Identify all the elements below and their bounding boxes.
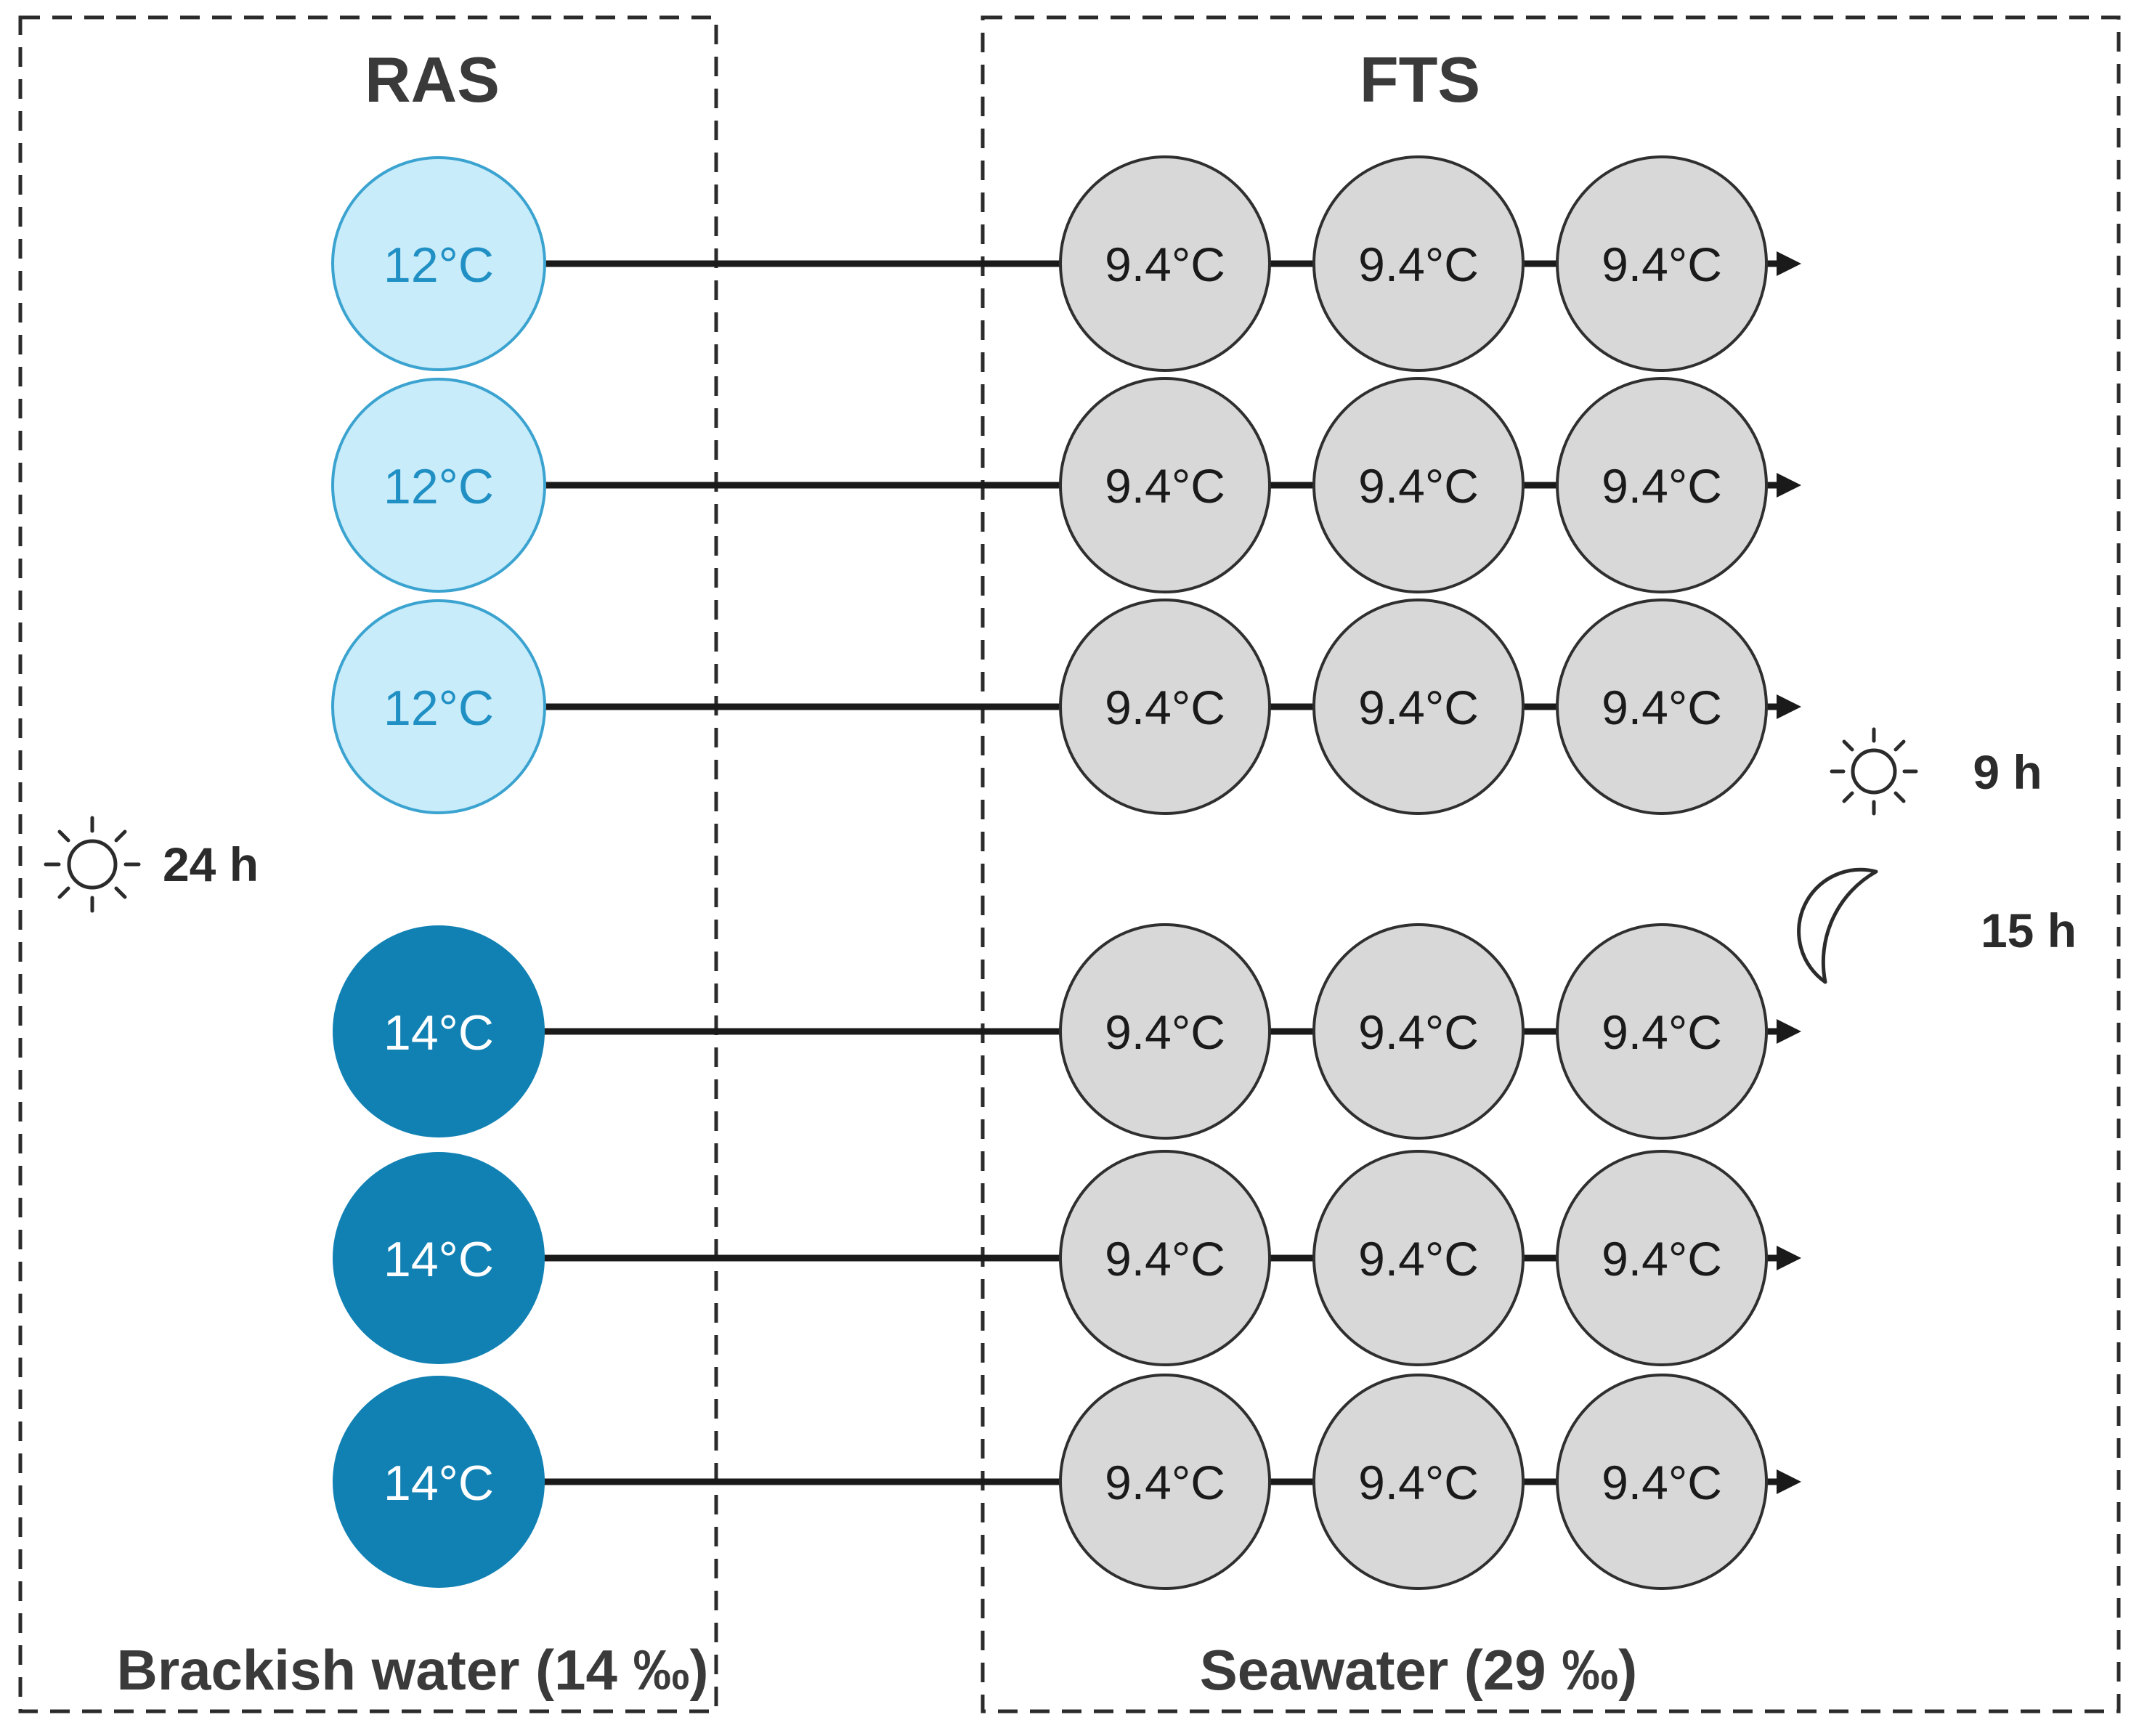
- flow-row: 14°C 9.4°C 9.4°C 9.4°C: [333, 1374, 1801, 1590]
- sun-icon: [1830, 727, 1918, 816]
- ras-tank-temp: 12°C: [383, 459, 494, 514]
- flow-arrowhead-icon: [1777, 1246, 1801, 1270]
- fts-tank-ellipse: [1059, 599, 1271, 815]
- flow-row: 12°C 9.4°C 9.4°C 9.4°C: [331, 599, 1801, 815]
- fts-tank-ellipse: [1059, 923, 1271, 1140]
- flow-arrowhead-icon: [1777, 694, 1801, 719]
- flow-row: 14°C 9.4°C 9.4°C 9.4°C: [333, 1150, 1801, 1366]
- ras-photoperiod: 24 h: [44, 816, 259, 913]
- ras-tank-circle: [333, 1152, 545, 1364]
- photoperiod-label: 9 h: [1973, 745, 2042, 799]
- fts-tank-temp: 9.4°C: [1602, 681, 1722, 734]
- flow-arrowhead-icon: [1777, 473, 1801, 498]
- fts-tank-ellipse: [1556, 155, 1768, 372]
- fts-tank-temp: 9.4°C: [1105, 459, 1225, 513]
- fts-tank-ellipse: [1312, 923, 1525, 1140]
- fts-tank-temp: 9.4°C: [1602, 238, 1722, 291]
- fts-tank-ellipse: [1059, 1374, 1271, 1590]
- flow-arrowhead-icon: [1777, 1469, 1801, 1494]
- flow-arrowhead-icon: [1777, 251, 1801, 276]
- sun-icon: [44, 816, 141, 913]
- fts-box-border: [981, 15, 2121, 1713]
- ras-water-label: Brackish water (14 ‰): [116, 1638, 708, 1702]
- fts-tank-temp: 9.4°C: [1105, 1005, 1225, 1059]
- fts-tank-temp: 9.4°C: [1358, 1005, 1479, 1059]
- fts-tank-ellipse: [1312, 377, 1525, 593]
- photoperiod-label: 15 h: [1981, 904, 2077, 957]
- flow-row: 12°C 9.4°C 9.4°C 9.4°C: [331, 155, 1801, 372]
- flow-row: 14°C 9.4°C 9.4°C 9.4°C: [333, 923, 1801, 1140]
- fts-tank-ellipse: [1312, 599, 1525, 815]
- fts-tank-temp: 9.4°C: [1105, 238, 1225, 291]
- fts-tank-temp: 9.4°C: [1358, 238, 1479, 291]
- fts-title: FTS: [1360, 44, 1480, 115]
- fts-tank-temp: 9.4°C: [1602, 1456, 1722, 1509]
- ras-tank-temp: 12°C: [383, 681, 494, 736]
- fts-photoperiod-day: 9 h: [1830, 727, 2042, 816]
- fts-tank-temp: 9.4°C: [1105, 1456, 1225, 1509]
- fts-tank-ellipse: [1556, 923, 1768, 1140]
- fts-tank-temp: 9.4°C: [1602, 459, 1722, 513]
- fts-tank-temp: 9.4°C: [1358, 1456, 1479, 1509]
- photoperiod-label: 24 h: [163, 837, 259, 891]
- ras-tank-temp: 12°C: [383, 238, 494, 293]
- fts-tank-ellipse: [1059, 377, 1271, 593]
- fts-tank-ellipse: [1556, 1374, 1768, 1590]
- fts-tank-ellipse: [1312, 155, 1525, 372]
- ras-box-border: [18, 15, 718, 1713]
- fts-tank-ellipse: [1312, 1150, 1525, 1366]
- ras-tank-circle: [331, 599, 546, 814]
- fts-tank-temp: 9.4°C: [1358, 681, 1479, 734]
- fts-tank-temp: 9.4°C: [1602, 1232, 1722, 1286]
- fts-tank-ellipse: [1556, 599, 1768, 815]
- fts-tank-temp: 9.4°C: [1105, 681, 1225, 734]
- fts-tank-temp: 9.4°C: [1105, 1232, 1225, 1286]
- ras-tank-temp: 14°C: [383, 1456, 494, 1511]
- ras-tank-temp: 14°C: [383, 1005, 494, 1060]
- fts-tank-ellipse: [1059, 1150, 1271, 1366]
- ras-tank-circle: [331, 378, 546, 593]
- fts-tank-ellipse: [1312, 1374, 1525, 1590]
- ras-tank-circle: [333, 925, 545, 1137]
- fts-tank-temp: 9.4°C: [1358, 459, 1479, 513]
- fts-water-label: Seawater (29 ‰): [1200, 1638, 1638, 1702]
- ras-tank-temp: 14°C: [383, 1232, 494, 1287]
- fts-tank-ellipse: [1556, 1150, 1768, 1366]
- flow-row: 12°C 9.4°C 9.4°C 9.4°C: [331, 377, 1801, 593]
- fts-tank-ellipse: [1059, 155, 1271, 372]
- fts-tank-temp: 9.4°C: [1602, 1005, 1722, 1059]
- ras-tank-circle: [331, 156, 546, 371]
- flow-arrowhead-icon: [1777, 1019, 1801, 1044]
- fts-photoperiod-night: 15 h: [1797, 867, 2077, 984]
- ras-tank-circle: [333, 1376, 545, 1588]
- moon-icon: [1797, 867, 1878, 984]
- fts-tank-ellipse: [1556, 377, 1768, 593]
- fts-tank-temp: 9.4°C: [1358, 1232, 1479, 1286]
- ras-title: RAS: [365, 44, 500, 115]
